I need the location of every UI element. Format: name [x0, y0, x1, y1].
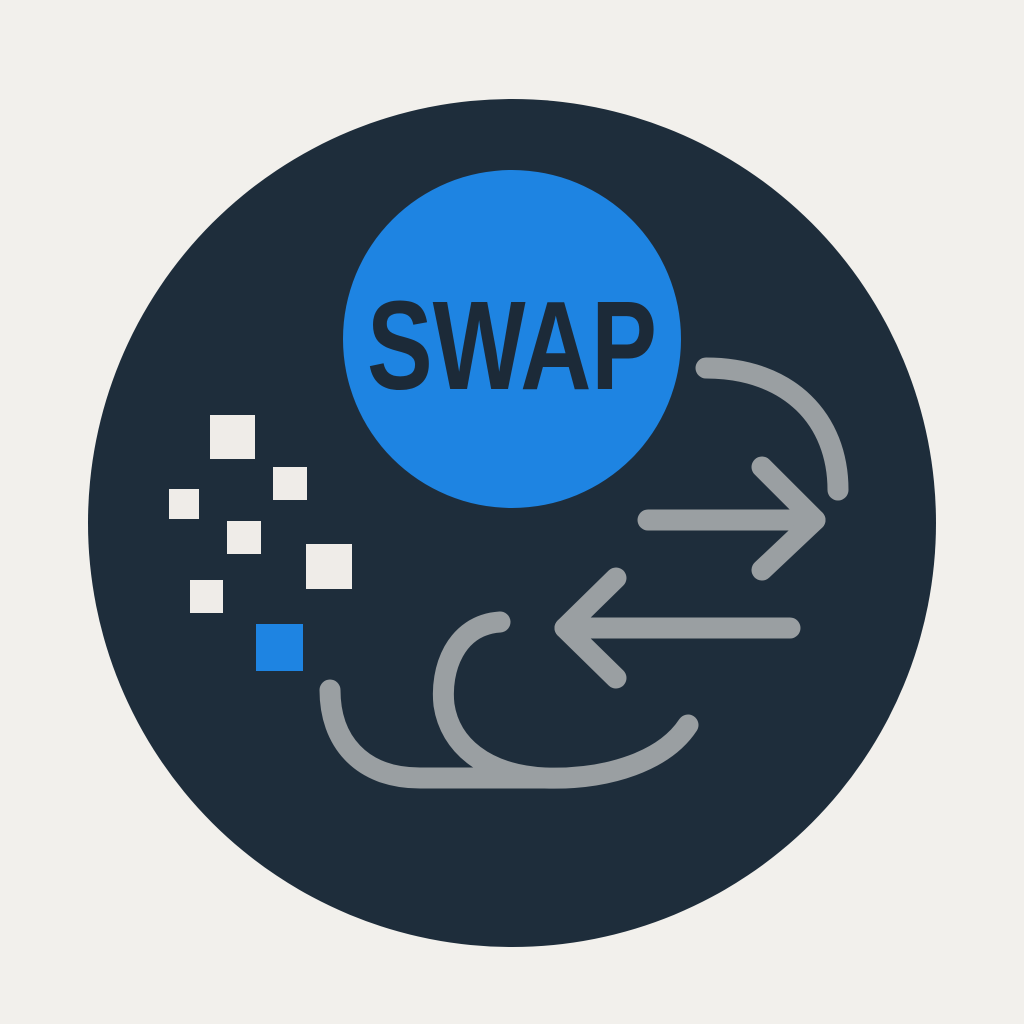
swap-badge-circle	[343, 170, 681, 508]
pixel-squares	[169, 415, 352, 671]
upper-arc	[695, 357, 849, 501]
pixel-square	[227, 521, 261, 554]
pixel-square	[210, 415, 255, 459]
pixel-square	[169, 489, 199, 519]
pixel-square	[190, 580, 223, 613]
pixel-square	[306, 544, 352, 589]
swap-arrows-icon	[319, 357, 849, 789]
logo-background-disc	[88, 99, 936, 947]
left-arrow-head	[554, 567, 627, 689]
pixel-square-accent	[256, 624, 303, 671]
pixel-square	[273, 467, 307, 500]
lower-loop-curve	[432, 611, 699, 789]
bottom-sweep-curve	[319, 679, 556, 789]
swap-badge: SWAP	[343, 170, 681, 508]
swap-label: SWAP	[367, 275, 657, 416]
right-arrow-head	[751, 456, 826, 581]
